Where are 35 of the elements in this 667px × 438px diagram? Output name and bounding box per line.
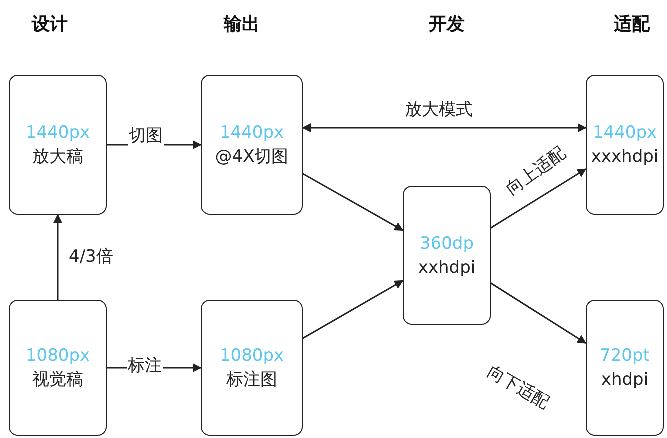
column-heading: 适配: [614, 13, 650, 36]
resolution-text: 360dp: [420, 232, 474, 256]
arrow: [54, 214, 62, 300]
arrow: [302, 173, 404, 232]
phone-screen-box: [201, 300, 303, 436]
phone-screen-box: [9, 300, 107, 436]
resolution-text: 720pt: [600, 345, 650, 368]
edge-label: 4/3倍: [68, 247, 114, 267]
phone-screen-box: [9, 75, 107, 215]
screen-label: xxhdpi: [418, 256, 476, 280]
resolution-text: 1080px: [220, 345, 284, 368]
arrow: [302, 280, 404, 340]
resolution-text: 1440px: [26, 122, 90, 145]
edge-label: 切图: [128, 126, 164, 146]
phone-screen-box: [586, 300, 664, 436]
arrow: [302, 124, 587, 132]
arrow: [490, 168, 587, 229]
resolution-text: 1440px: [220, 122, 284, 145]
arrow: [490, 282, 587, 344]
screen-label: xxxhdpi: [591, 146, 659, 169]
resolution-text: 1080px: [26, 345, 90, 368]
phone-screen-box: [403, 186, 491, 325]
phone-screen-box: [201, 75, 303, 215]
screen-label: @4X切图: [215, 146, 289, 169]
resolution-text: 1440px: [592, 122, 658, 145]
phone-screen-box: [586, 75, 664, 215]
screen-label: 标注图: [226, 369, 278, 392]
screen-label: 视觉稿: [32, 369, 84, 392]
edge-label: 标注: [127, 356, 163, 376]
screen-label: xhdpi: [601, 369, 649, 392]
edge-label: 放大模式: [404, 100, 474, 120]
column-heading: 开发: [429, 13, 465, 36]
column-heading: 输出: [224, 13, 260, 36]
screen-label: 放大稿: [32, 146, 84, 169]
column-heading: 设计: [32, 13, 68, 36]
